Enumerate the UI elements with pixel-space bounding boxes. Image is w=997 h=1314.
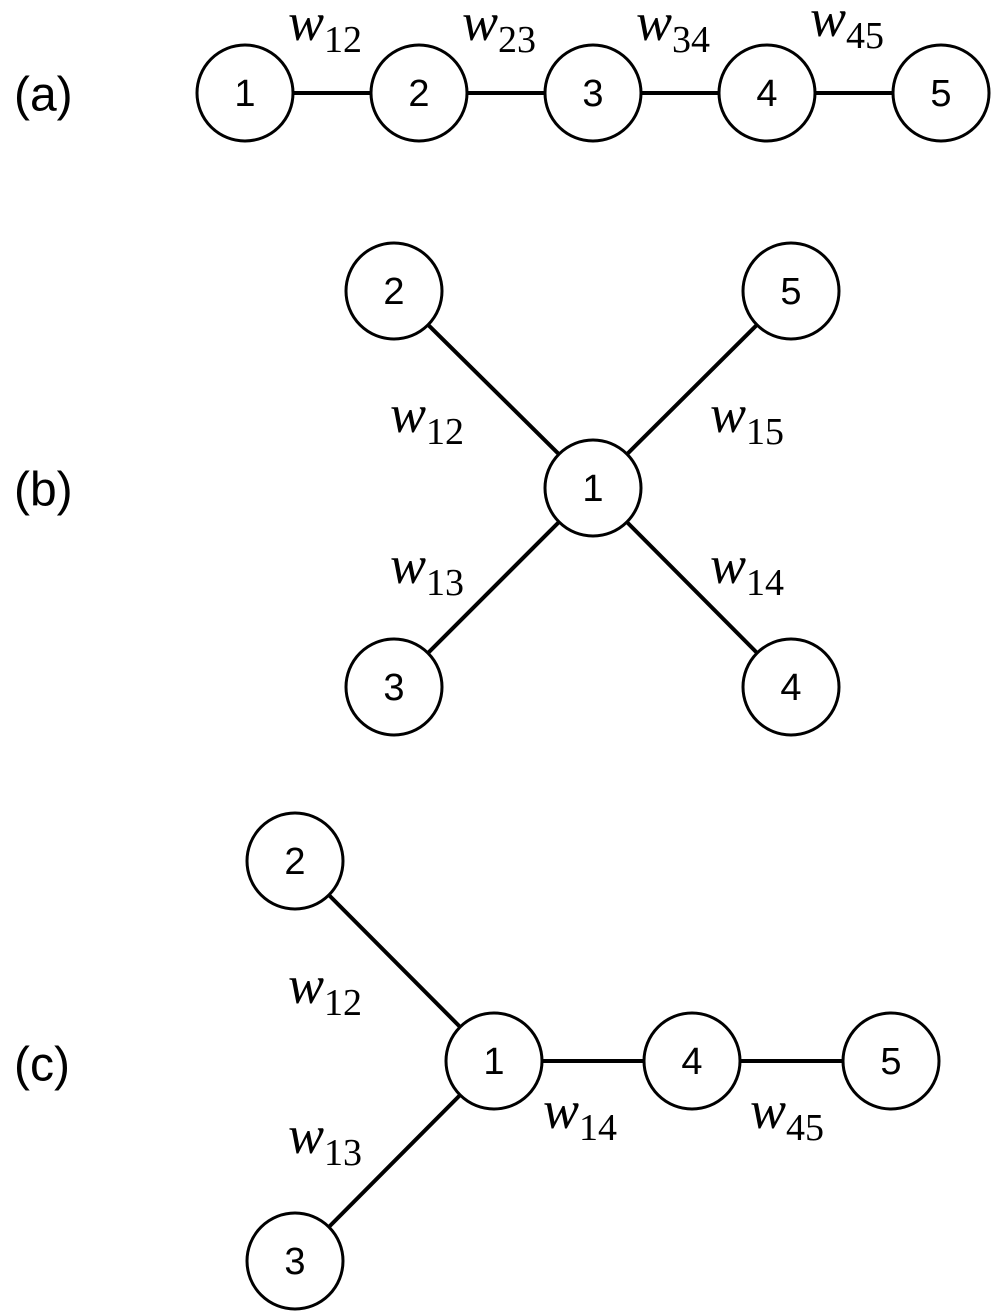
edge-weight-label: w14 — [710, 535, 784, 604]
node-circle — [344, 241, 444, 341]
node-circle — [543, 438, 643, 538]
edge-1-3 — [426, 520, 561, 655]
node-label: 5 — [930, 73, 951, 115]
node-circle — [344, 637, 444, 737]
edge-weight-label: w34 — [636, 0, 710, 61]
edge-weight-label: w13 — [390, 535, 464, 604]
node-2: 2 — [245, 811, 345, 911]
panel-a: (a) w12 w23 w34 w45 1 2 3 4 5 — [14, 0, 991, 143]
node-3: 3 — [245, 1211, 345, 1311]
node-label: 1 — [582, 468, 603, 510]
edge-weight-label: w45 — [810, 0, 884, 57]
node-circle — [642, 1011, 742, 1111]
panel-c: (c) w12 w13 w14 w45 1 2 3 4 5 — [14, 811, 941, 1311]
node-label: 2 — [383, 271, 404, 313]
node-label: 4 — [780, 667, 801, 709]
node-label: 5 — [780, 271, 801, 313]
node-5: 5 — [891, 43, 991, 143]
node-circle — [245, 811, 345, 911]
node-label: 1 — [234, 73, 255, 115]
edge-weight-label: w12 — [288, 0, 362, 61]
node-4: 4 — [717, 43, 817, 143]
node-1: 1 — [195, 43, 295, 143]
edge-weight-label: w45 — [750, 1080, 824, 1149]
node-label: 3 — [582, 73, 603, 115]
edge-weight-label: w15 — [710, 384, 784, 453]
edge-weight-label: w14 — [543, 1080, 617, 1149]
node-circle — [741, 241, 841, 341]
node-label: 4 — [681, 1041, 702, 1083]
node-label: 2 — [284, 841, 305, 883]
node-2: 2 — [369, 43, 469, 143]
node-label: 3 — [383, 667, 404, 709]
edge-1-2 — [426, 323, 561, 456]
edge-1-3 — [327, 1093, 462, 1229]
node-circle — [245, 1211, 345, 1311]
node-circle — [543, 43, 643, 143]
node-5: 5 — [841, 1011, 941, 1111]
node-1: 1 — [444, 1011, 544, 1111]
edge-weight-label: w12 — [390, 384, 464, 453]
node-3: 3 — [543, 43, 643, 143]
edge-weight-label: w23 — [462, 0, 536, 61]
panel-label: (a) — [14, 69, 73, 122]
edge-weight-label: w13 — [288, 1105, 362, 1174]
node-4: 4 — [642, 1011, 742, 1111]
node-circle — [741, 637, 841, 737]
node-label: 5 — [880, 1041, 901, 1083]
panel-b: (b) w12 w15 w13 w14 1 2 3 4 5 — [14, 241, 841, 737]
node-1: 1 — [543, 438, 643, 538]
panel-label: (b) — [14, 464, 73, 517]
node-circle — [891, 43, 991, 143]
edge-1-4 — [625, 520, 759, 655]
edge-1-2 — [327, 893, 462, 1029]
node-circle — [717, 43, 817, 143]
edge-1-5 — [625, 323, 759, 456]
node-2: 2 — [344, 241, 444, 341]
node-4: 4 — [741, 637, 841, 737]
node-label: 1 — [483, 1041, 504, 1083]
node-label: 4 — [756, 73, 777, 115]
edge-weight-label: w12 — [288, 955, 362, 1024]
node-label: 2 — [408, 73, 429, 115]
node-5: 5 — [741, 241, 841, 341]
node-3: 3 — [344, 637, 444, 737]
node-circle — [369, 43, 469, 143]
node-label: 3 — [284, 1241, 305, 1283]
panel-label: (c) — [14, 1039, 70, 1092]
node-circle — [841, 1011, 941, 1111]
node-circle — [444, 1011, 544, 1111]
node-circle — [195, 43, 295, 143]
